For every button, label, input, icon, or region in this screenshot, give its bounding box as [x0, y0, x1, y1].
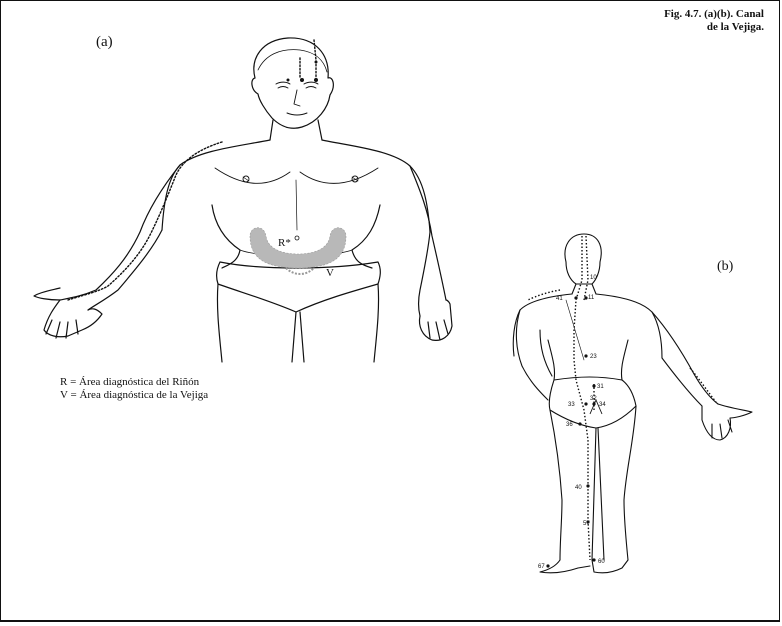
back-meridian	[528, 236, 716, 560]
marker-v: V	[326, 267, 334, 279]
point-label: 34	[599, 402, 606, 408]
point-label: 32	[590, 396, 597, 402]
back-point-labels: 10 41 11 23 31 32 33 34 36 40 57 60 67	[538, 275, 606, 570]
front-figure	[34, 38, 452, 362]
front-right-arm	[410, 166, 446, 316]
point-label: 40	[575, 485, 582, 491]
back-right-arm	[652, 312, 718, 406]
point-label: 36	[566, 422, 573, 428]
point-label: 60	[598, 559, 605, 565]
point-label: 33	[568, 402, 575, 408]
front-right-hand	[420, 300, 453, 340]
front-left-arm	[60, 165, 180, 310]
point-label: 10	[590, 275, 597, 281]
back-torso	[513, 294, 662, 380]
back-right-hand	[702, 404, 752, 440]
back-briefs	[549, 377, 636, 428]
front-briefs	[217, 262, 381, 312]
point-label: 41	[556, 296, 563, 302]
point-label: 67	[538, 564, 545, 570]
bladder-diagnostic-area	[286, 268, 314, 274]
point-label: 23	[590, 354, 597, 360]
front-torso	[162, 140, 430, 268]
point-label: 11	[588, 295, 595, 301]
marker-r: R*	[278, 237, 291, 249]
back-left-arm	[516, 310, 552, 400]
kidney-diagnostic-area	[250, 228, 346, 268]
front-legs	[217, 284, 378, 362]
back-legs	[550, 406, 636, 560]
back-figure	[513, 234, 752, 573]
back-feet	[540, 560, 628, 573]
point-label: 31	[597, 384, 604, 390]
front-left-hand	[34, 288, 102, 338]
